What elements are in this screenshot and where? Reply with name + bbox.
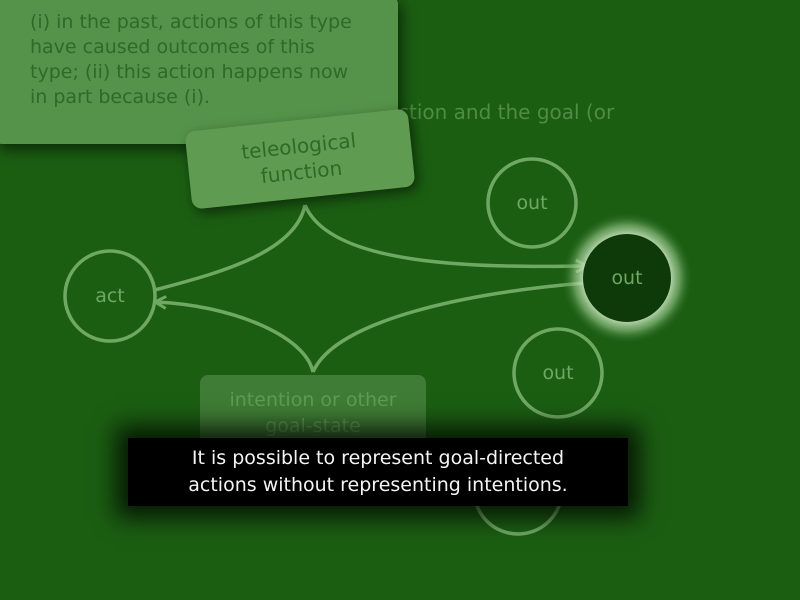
intention-line-1: intention or other: [229, 389, 397, 411]
caption-line-2: actions without representing intentions.: [188, 474, 568, 496]
edge-intention-to-out: [311, 281, 587, 373]
out-node-mid: [512, 327, 604, 419]
note-line-4: in part because (i).: [30, 86, 211, 108]
act-node: [63, 249, 157, 343]
act-label: act: [95, 285, 125, 307]
note-line-3: type; (ii) this action happens now: [30, 61, 349, 83]
out-highlight-label: out: [611, 267, 643, 289]
caption-line-1: It is possible to represent goal-directe…: [191, 447, 565, 469]
edge-intention-to-act: [156, 302, 315, 373]
note-line-1: (i) in the past, actions of this type: [30, 11, 352, 33]
note-line-2: have caused outcomes of this: [30, 36, 315, 58]
caption-box: It is possible to represent goal-directe…: [128, 438, 628, 506]
edge-function-to-act: [154, 204, 307, 292]
out-mid-label: out: [542, 362, 574, 384]
edge-function-to-out: [303, 204, 586, 266]
background-text: ction and the goal (or: [398, 100, 615, 124]
out-top-label: out: [516, 192, 548, 214]
out-node-highlight: [583, 234, 671, 322]
intention-line-2: goal-state: [265, 415, 361, 437]
out-node-top: [486, 157, 578, 249]
